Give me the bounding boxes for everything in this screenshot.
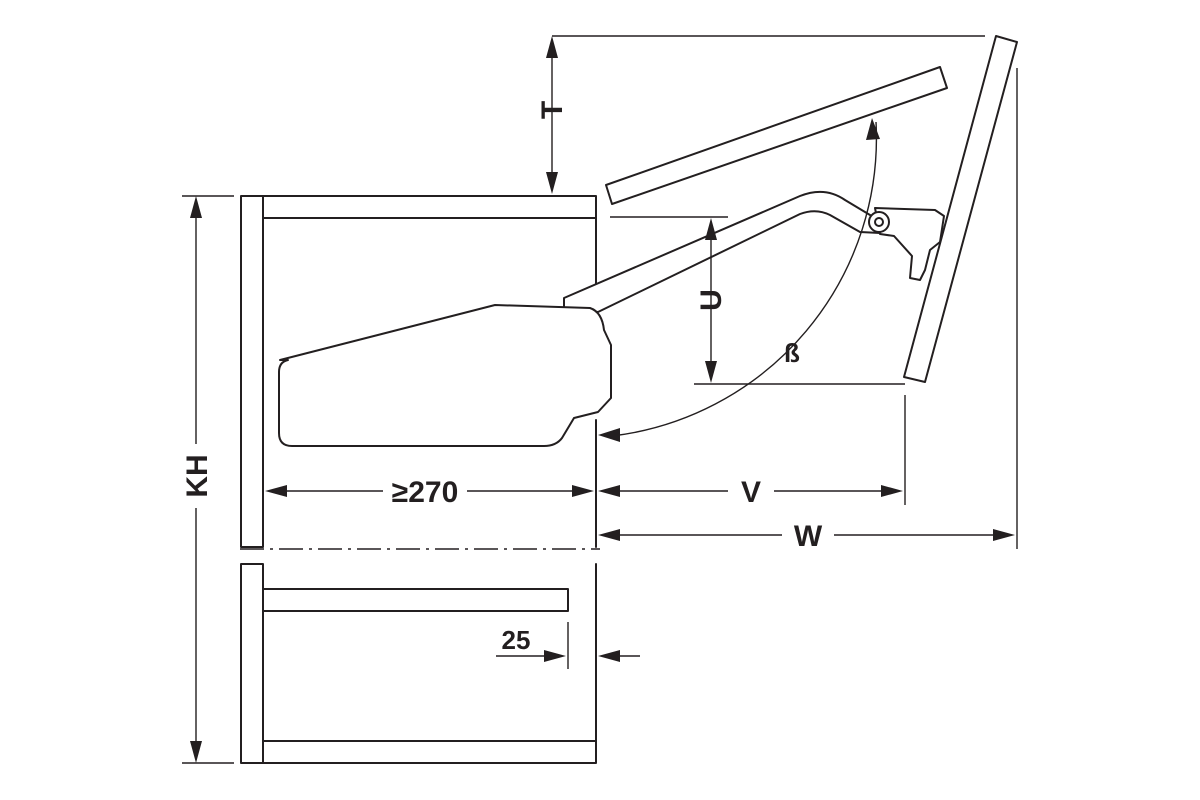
label-w: W xyxy=(794,520,823,553)
cabinet-side-panel-lower xyxy=(240,563,264,764)
arrow-right-icon xyxy=(881,485,903,497)
arrow-up-icon xyxy=(705,218,717,240)
arrow-right-icon xyxy=(993,529,1015,541)
angle-arc xyxy=(611,121,878,437)
label-offset: 25 xyxy=(502,625,531,655)
door-mounting-bracket xyxy=(874,207,945,281)
arrow-left-icon xyxy=(598,529,620,541)
flap-panel xyxy=(605,66,948,205)
arrow-down-icon xyxy=(190,741,202,763)
dimension-beta-angle xyxy=(598,118,880,442)
lift-mechanism xyxy=(278,190,945,447)
arrow-down-icon xyxy=(546,172,558,194)
cabinet-side-panel-upper xyxy=(240,195,264,548)
arrow-down-icon xyxy=(705,361,717,383)
arrow-up-icon xyxy=(190,196,202,218)
lift-arm xyxy=(563,190,881,313)
label-v: V xyxy=(741,476,761,509)
arrow-up-icon xyxy=(866,118,880,140)
label-u: U xyxy=(695,289,728,311)
cabinet-lower-section xyxy=(240,563,597,764)
lift-mechanism-housing xyxy=(278,304,612,447)
label-t: T xyxy=(536,101,569,119)
label-beta: ß xyxy=(784,338,800,368)
cabinet-upper-section xyxy=(240,195,597,548)
dimension-offset xyxy=(496,650,640,662)
arrow-right-icon xyxy=(544,650,566,662)
arrow-right-icon xyxy=(572,485,594,497)
arrow-left-icon xyxy=(265,485,287,497)
arrow-left-icon xyxy=(598,485,620,497)
cabinet-top-panel xyxy=(262,195,597,219)
dimension-u xyxy=(705,218,717,383)
cabinet-shelf xyxy=(262,588,569,612)
label-min-depth: ≥270 xyxy=(392,476,459,509)
label-kh: KH xyxy=(181,454,214,497)
arrow-left-icon xyxy=(598,428,620,442)
dimension-v xyxy=(598,485,903,497)
dimension-min-depth xyxy=(265,485,594,497)
door-panel xyxy=(903,35,1018,383)
arrow-up-icon xyxy=(546,36,558,58)
hinge-pivot-pin xyxy=(874,217,884,227)
hinge-pivot xyxy=(868,211,890,233)
dimension-kh xyxy=(190,196,202,763)
dimension-w xyxy=(598,529,1015,541)
arrow-left-icon xyxy=(598,650,620,662)
dimension-t xyxy=(546,36,558,194)
cabinet-bottom-panel xyxy=(262,740,597,764)
extension-lines xyxy=(182,35,1018,764)
